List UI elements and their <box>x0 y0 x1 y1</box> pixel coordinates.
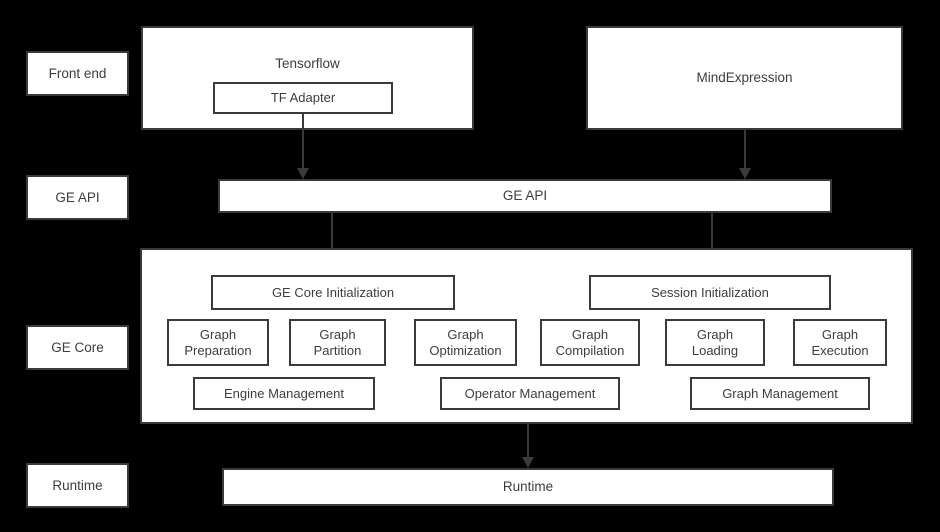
arrow-shaft <box>711 213 713 264</box>
graph-loading-box[interactable]: Graph Loading <box>665 319 765 366</box>
arrow-shaft <box>744 130 746 168</box>
tensorflow-label: Tensorflow <box>275 56 340 71</box>
graph-partition-box[interactable]: Graph Partition <box>289 319 386 366</box>
tf-adapter-box[interactable]: TF Adapter <box>213 82 393 114</box>
graph-preparation-box[interactable]: Graph Preparation <box>167 319 269 366</box>
graph-compilation-box[interactable]: Graph Compilation <box>540 319 640 366</box>
arrow-ge-core-to-runtime <box>522 424 534 468</box>
tier-label-front-end: Front end <box>26 51 129 96</box>
tier-label-runtime: Runtime <box>26 463 129 508</box>
arrow-head <box>522 457 534 468</box>
engine-management-box[interactable]: Engine Management <box>193 377 375 410</box>
ge-core-initialization-box[interactable]: GE Core Initialization <box>211 275 455 310</box>
ge-api-bar[interactable]: GE API <box>218 179 832 213</box>
mindexpression-box[interactable]: MindExpression <box>586 26 903 130</box>
arrow-tf-adapter-to-ge-api <box>297 113 309 179</box>
arrow-shaft <box>302 113 304 168</box>
tier-label-ge-api: GE API <box>26 175 129 220</box>
graph-management-box[interactable]: Graph Management <box>690 377 870 410</box>
arrow-mindexpression-to-ge-api <box>739 130 751 179</box>
arrow-shaft <box>527 424 529 457</box>
session-initialization-box[interactable]: Session Initialization <box>589 275 831 310</box>
graph-execution-box[interactable]: Graph Execution <box>793 319 887 366</box>
arrow-head <box>739 168 751 179</box>
operator-management-box[interactable]: Operator Management <box>440 377 620 410</box>
graph-optimization-box[interactable]: Graph Optimization <box>414 319 517 366</box>
runtime-bar[interactable]: Runtime <box>222 468 834 506</box>
tier-label-ge-core: GE Core <box>26 325 129 370</box>
arrow-shaft <box>331 213 333 264</box>
arrow-head <box>297 168 309 179</box>
